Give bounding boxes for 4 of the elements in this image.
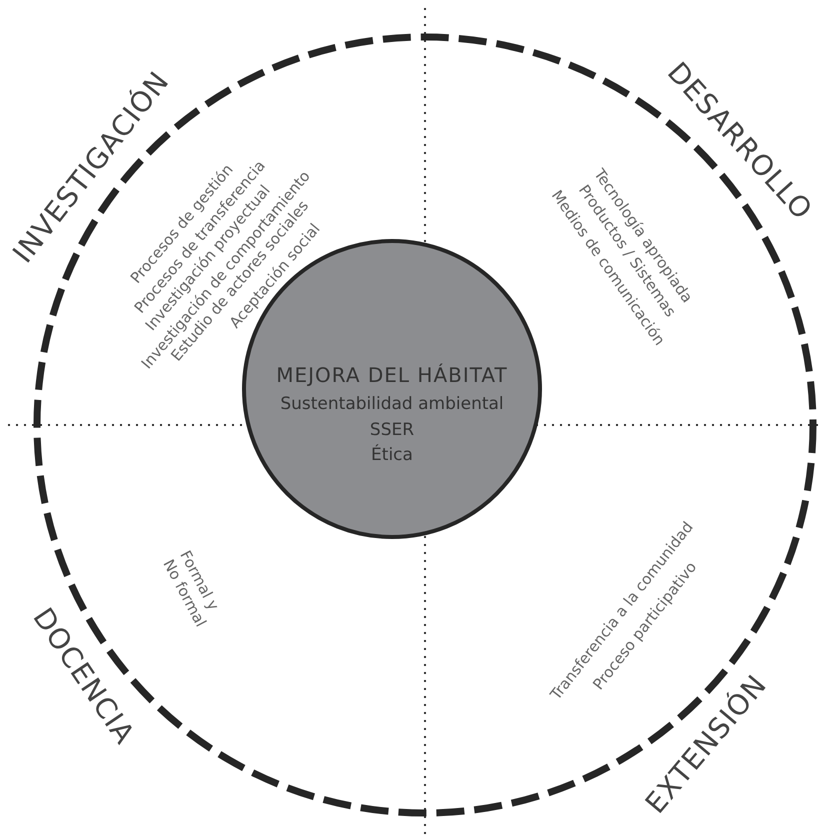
center-heading: MEJORA DEL HÁBITAT: [275, 363, 509, 387]
center-text: Sustentabilidad ambiental: [279, 394, 505, 414]
center-text: SSER: [368, 420, 416, 440]
center-text: Ética: [370, 445, 414, 465]
